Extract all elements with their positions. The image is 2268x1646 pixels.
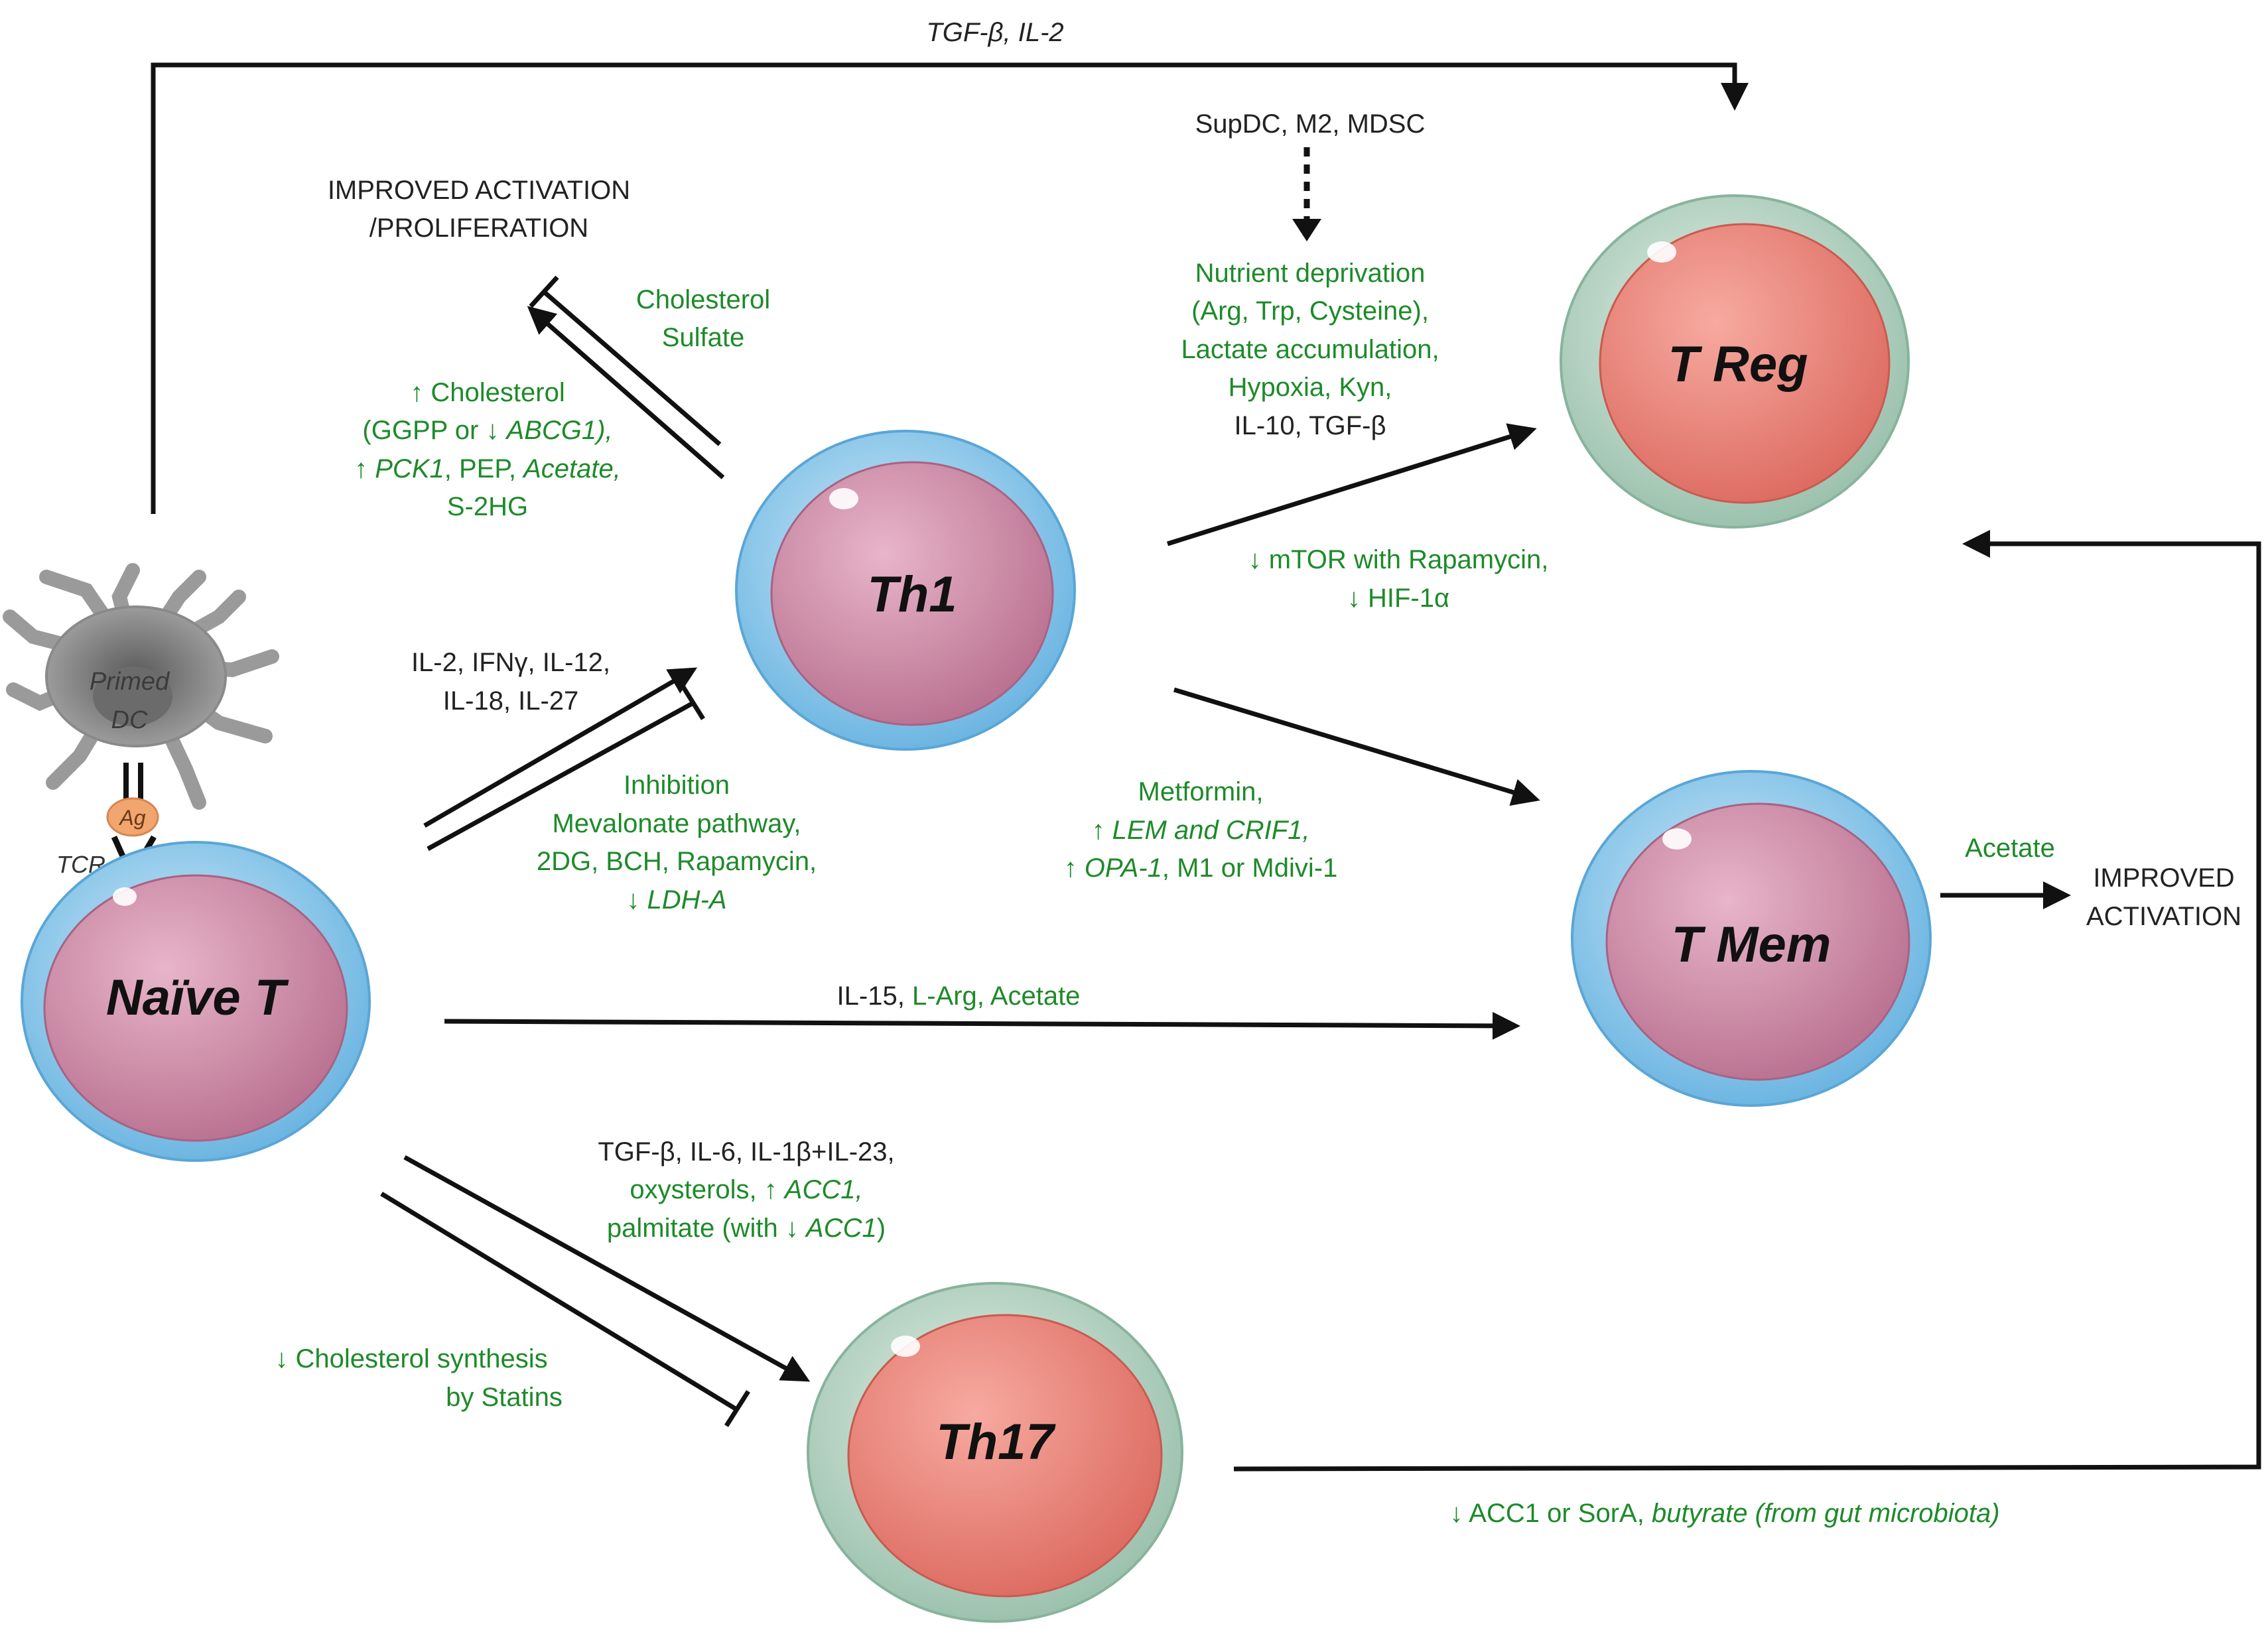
svg-text:Inhibition: Inhibition xyxy=(624,771,730,800)
label-th1-metabolic-up: ↑ Cholesterol (GGPP or ↓ ABCG1), ↑ PCK1,… xyxy=(354,378,621,521)
label-acetate-tmem: Acetate xyxy=(1965,834,2055,863)
antigen-label: Ag xyxy=(118,806,145,830)
connectors xyxy=(151,62,2261,1472)
label-cholesterol-sulfate: Cholesterol Sulfate xyxy=(636,285,770,352)
svg-text:by Statins: by Statins xyxy=(446,1383,563,1412)
svg-text:TGF-β, IL-6, IL-1β+IL-23,: TGF-β, IL-6, IL-1β+IL-23, xyxy=(598,1137,894,1167)
label-improved-activation: IMPROVED ACTIVATION xyxy=(2086,863,2241,931)
svg-text:↓ mTOR with Rapamycin,: ↓ mTOR with Rapamycin, xyxy=(1248,545,1549,574)
svg-text:↓ HIF-1α: ↓ HIF-1α xyxy=(1347,584,1449,613)
svg-text:/PROLIFERATION: /PROLIFERATION xyxy=(369,214,588,243)
svg-text:S-2HG: S-2HG xyxy=(447,492,528,521)
svg-text:oxysterols, ↑ ACC1,: oxysterols, ↑ ACC1, xyxy=(630,1175,862,1204)
svg-text:Hypoxia, Kyn,: Hypoxia, Kyn, xyxy=(1229,373,1392,402)
dc-label-dc: DC xyxy=(111,706,148,734)
label-bottom: ↓ ACC1 or SorA, butyrate (from gut micro… xyxy=(1449,1499,1999,1528)
label-treg-conditions: Nutrient deprivation (Arg, Trp, Cysteine… xyxy=(1181,259,1439,440)
label-il15: IL-15, L-Arg, Acetate xyxy=(837,981,1081,1011)
cell-label-treg: T Reg xyxy=(1668,336,1808,393)
label-metformin: Metformin, ↑ LEM and CRIF1, ↑ OPA-1, M1 … xyxy=(1064,777,1338,883)
cell-tmem: T Mem xyxy=(1571,770,1932,1107)
cell-th17: Th17 xyxy=(807,1282,1183,1623)
svg-text:↓ Cholesterol synthesis: ↓ Cholesterol synthesis xyxy=(275,1344,547,1373)
cell-label-naive: Naïve T xyxy=(106,970,289,1026)
label-statins: ↓ Cholesterol synthesis by Statins xyxy=(275,1344,562,1412)
svg-text:IL-10, TGF-β: IL-10, TGF-β xyxy=(1234,411,1386,440)
svg-text:IL-2, IFNγ, IL-12,: IL-2, IFNγ, IL-12, xyxy=(411,648,610,677)
arrow-th1-to-treg xyxy=(1166,423,1537,546)
cell-label-th1: Th1 xyxy=(867,566,957,623)
label-th17-conditions: TGF-β, IL-6, IL-1β+IL-23, oxysterols, ↑ … xyxy=(598,1137,894,1243)
svg-text:ACTIVATION: ACTIVATION xyxy=(2086,902,2241,931)
svg-text:↑ LEM and CRIF1,: ↑ LEM and CRIF1, xyxy=(1091,816,1309,845)
cell-th1: Th1 xyxy=(735,430,1076,751)
svg-text:IMPROVED: IMPROVED xyxy=(2093,863,2234,893)
arrow-th17-to-treg xyxy=(1233,530,2261,1472)
svg-text:Metformin,: Metformin, xyxy=(1138,777,1264,806)
dc-nucleus xyxy=(93,666,172,726)
svg-text:IL-18, IL-27: IL-18, IL-27 xyxy=(443,686,579,716)
arrow-naive-to-th1 xyxy=(423,667,698,828)
antigen-ag xyxy=(106,797,159,837)
inhibit-naive-to-th17 xyxy=(380,1192,738,1411)
svg-text:↑ PCK1, PEP, Acetate,: ↑ PCK1, PEP, Acetate, xyxy=(354,454,621,483)
svg-text:↓ LDH-A: ↓ LDH-A xyxy=(626,885,726,915)
cell-label-th17: Th17 xyxy=(936,1414,1056,1470)
svg-text:palmitate (with ↓ ACC1): palmitate (with ↓ ACC1) xyxy=(607,1214,886,1243)
svg-text:2DG, BCH, Rapamycin,: 2DG, BCH, Rapamycin, xyxy=(537,847,817,876)
label-supdc: SupDC, M2, MDSC xyxy=(1195,109,1426,139)
svg-text:↑ OPA-1, M1 or Mdivi-1: ↑ OPA-1, M1 or Mdivi-1 xyxy=(1064,854,1338,883)
inhibit-naive-to-th1 xyxy=(427,700,695,852)
cell-naive-t: Naïve T xyxy=(21,841,371,1162)
label-mtor: ↓ mTOR with Rapamycin, ↓ HIF-1α xyxy=(1248,545,1549,613)
cell-label-tmem: T Mem xyxy=(1672,917,1832,973)
primed-dc: Primed DC Ag TCR xyxy=(3,563,279,882)
arrow-naive-to-th17 xyxy=(403,1155,811,1382)
svg-text:(GGPP or ↓ ABCG1),: (GGPP or ↓ ABCG1), xyxy=(362,416,612,445)
arrowhead-supdc xyxy=(1292,219,1321,241)
label-th1-cytokines: IL-2, IFNγ, IL-12, IL-18, IL-27 xyxy=(411,648,610,716)
inhibit-chol-sulfate xyxy=(542,290,722,446)
inhibit-bar-chol-sulfate xyxy=(529,275,559,308)
dc-label-primed: Primed xyxy=(90,668,170,696)
arrow-naive-to-tmem xyxy=(444,1011,1520,1040)
label-improved-proliferation: IMPROVED ACTIVATION /PROLIFERATION xyxy=(328,176,630,243)
svg-text:Mevalonate pathway,: Mevalonate pathway, xyxy=(552,809,801,838)
inhibit-bar-naive-th1 xyxy=(681,686,705,720)
cell-treg: T Reg xyxy=(1560,194,1910,529)
svg-text:↑ Cholesterol: ↑ Cholesterol xyxy=(410,378,565,407)
arrow-th1-to-improved xyxy=(527,306,725,479)
label-top: TGF-β, IL-2 xyxy=(926,18,1063,47)
svg-text:Sulfate: Sulfate xyxy=(662,323,745,352)
arrow-th1-to-tmem xyxy=(1173,687,1540,806)
arrow-naive-to-treg-top xyxy=(151,62,1749,514)
svg-text:Lactate accumulation,: Lactate accumulation, xyxy=(1181,335,1439,364)
svg-text:Cholesterol: Cholesterol xyxy=(636,285,770,314)
inhibit-bar-th17 xyxy=(724,1390,750,1427)
svg-text:Nutrient deprivation: Nutrient deprivation xyxy=(1195,259,1426,288)
svg-text:IMPROVED ACTIVATION: IMPROVED ACTIVATION xyxy=(328,176,630,205)
svg-text:(Arg, Trp, Cysteine),: (Arg, Trp, Cysteine), xyxy=(1191,296,1429,326)
label-th1-inhibition: Inhibition Mevalonate pathway, 2DG, BCH,… xyxy=(537,771,817,915)
